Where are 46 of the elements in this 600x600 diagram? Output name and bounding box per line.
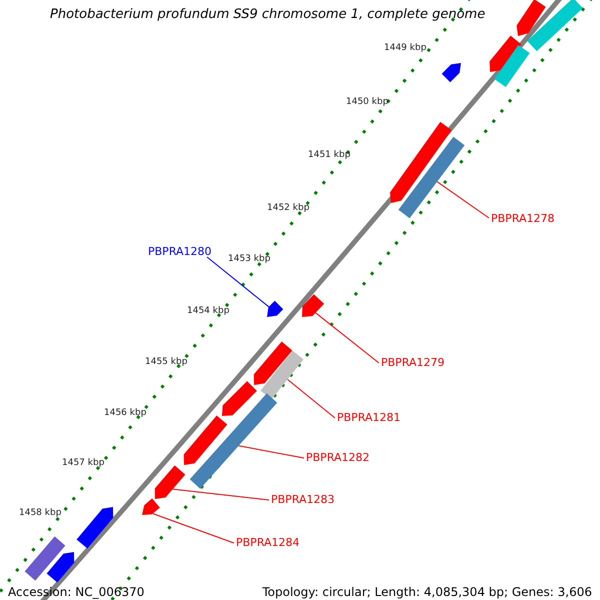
feature-bar: [398, 136, 465, 218]
gene-feature: [442, 63, 461, 82]
feature-bar: [527, 0, 583, 52]
tick-label: 1454 kbp: [187, 305, 230, 317]
gene-feature: [154, 465, 186, 499]
diagram-title: Photobacterium profundum SS9 chromosome 1, complete genome: [50, 6, 486, 24]
gene-feature: [142, 498, 160, 515]
feature-bar: [494, 45, 530, 87]
leader-line: [287, 378, 336, 418]
feature-bar: [24, 536, 66, 581]
leader-line: [172, 488, 270, 500]
gene-feature: [490, 36, 522, 72]
gene-feature: [222, 381, 257, 416]
gene-feature: [516, 0, 546, 36]
gene-feature: [76, 507, 114, 548]
gene-feature: [267, 300, 284, 317]
leader-line: [206, 256, 270, 308]
gene-feature: [254, 342, 292, 385]
feature-bar: [190, 393, 278, 489]
tick-label: 1458 kbp: [19, 507, 62, 519]
gene-label: PBPRA1283: [271, 494, 335, 506]
gene-label: PBPRA1282: [306, 452, 370, 464]
tick-label: 1456 kbp: [104, 407, 146, 419]
gene-label: PBPRA1280: [148, 246, 212, 258]
gene-label: PBPRA1278: [491, 213, 555, 225]
gene-feature: [46, 552, 74, 582]
footer-text: Topology: circular; Length: 4,085,304 bp; Genes: 3,606: [262, 584, 592, 600]
gene-feature: [390, 122, 452, 203]
gene-label: PBPRA1279: [381, 357, 445, 369]
tick-label: 1453 kbp: [228, 253, 270, 265]
gene-label: PBPRA1284: [236, 537, 300, 549]
tick-label: 1450 kbp: [346, 96, 388, 108]
feature-bar: [260, 350, 304, 400]
gene-label: PBPRA1281: [337, 412, 401, 424]
leader-line: [315, 312, 380, 364]
tick-label: 1457 kbp: [62, 457, 104, 469]
footer-text: Accession: NC_006370: [8, 584, 144, 600]
tick-label: 1449 kbp: [384, 42, 426, 54]
leader-line: [152, 513, 234, 544]
tick-label: 1451 kbp: [308, 149, 350, 161]
gene-feature: [302, 294, 324, 317]
leader-line: [436, 181, 490, 218]
leader-line: [238, 445, 304, 458]
tick-label: 1452 kbp: [267, 202, 310, 214]
gene-feature: [184, 416, 228, 465]
tick-label: 1455 kbp: [145, 356, 188, 368]
